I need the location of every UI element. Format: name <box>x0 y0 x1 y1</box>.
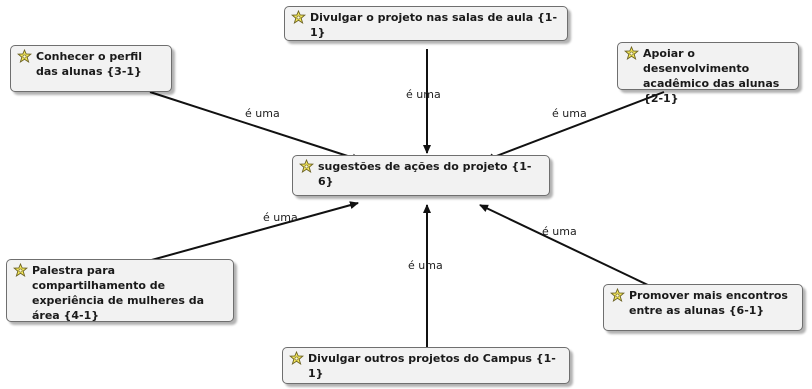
edge-label-right: é uma <box>552 107 587 120</box>
code-family-icon <box>289 351 304 366</box>
code-family-icon <box>624 46 639 61</box>
node-apoiar-desenvolvimento[interactable]: Apoiar o desenvolvimento acadêmico das a… <box>617 42 799 105</box>
node-sugestoes-acoes[interactable]: sugestões de ações do projeto {1-6} <box>292 155 550 196</box>
edge-bottomright-center <box>479 204 651 287</box>
edge-label-top: é uma <box>406 88 441 101</box>
node-label: Apoiar o desenvolvimento acadêmico das a… <box>643 47 780 105</box>
node-label: Promover mais encontros entre as alunas … <box>629 289 788 317</box>
node-label: Divulgar o projeto nas salas de aula {1-… <box>310 11 558 39</box>
edge-bottomleft-center <box>147 201 359 262</box>
edge-label-left: é uma <box>245 107 280 120</box>
node-palestra[interactable]: Palestra para compartilhamento de experi… <box>6 259 234 322</box>
node-divulgar-outros-projetos[interactable]: Divulgar outros projetos do Campus {1-1} <box>282 347 570 384</box>
code-family-icon <box>291 10 306 25</box>
edge-left-center <box>149 91 361 162</box>
node-conhecer-perfil[interactable]: Conhecer o perfil das alunas {3-1} <box>10 45 172 92</box>
edge-label-bottom-right: é uma <box>542 225 577 238</box>
code-family-icon <box>610 288 625 303</box>
node-label: Conhecer o perfil das alunas {3-1} <box>36 50 143 78</box>
code-family-icon <box>13 263 28 278</box>
edge-right-center <box>485 91 665 161</box>
node-label: Palestra para compartilhamento de experi… <box>32 264 204 322</box>
node-label: sugestões de ações do projeto {1-6} <box>318 160 532 188</box>
node-label: Divulgar outros projetos do Campus {1-1} <box>308 352 556 380</box>
code-family-icon <box>299 159 314 174</box>
edge-label-bottom-left: é uma <box>263 211 298 224</box>
node-divulgar-projeto-salas[interactable]: Divulgar o projeto nas salas de aula {1-… <box>284 6 568 41</box>
edge-label-bottom: é uma <box>408 259 443 272</box>
code-family-icon <box>17 49 32 64</box>
node-promover-encontros[interactable]: Promover mais encontros entre as alunas … <box>603 284 803 331</box>
